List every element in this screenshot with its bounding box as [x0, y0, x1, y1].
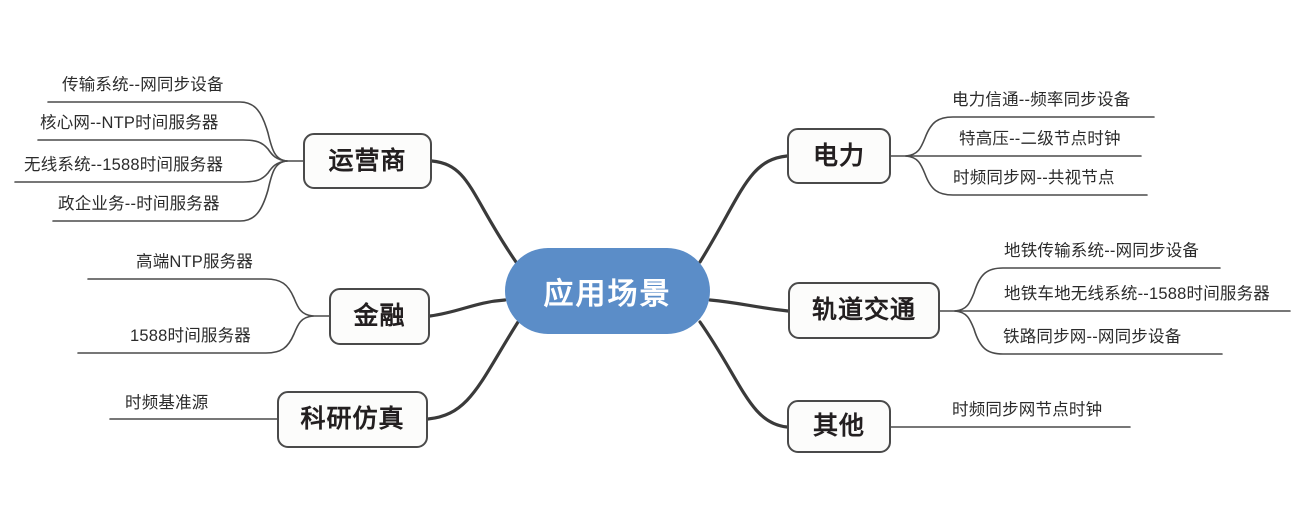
connector-operator-1 [47, 101, 288, 162]
branch-line-operator [430, 159, 518, 264]
center-node[interactable]: 应用场景 [505, 248, 710, 334]
leaf-label-operator-3: 无线系统--1588时间服务器 [24, 156, 224, 174]
branch-node-rail-transit[interactable]: 轨道交通 [788, 282, 940, 339]
connector-operator-4 [52, 160, 288, 222]
center-node-label: 应用场景 [543, 278, 672, 311]
branch-line-finance [428, 298, 507, 318]
branch-line-power [698, 154, 789, 264]
branch-node-power-label: 电力 [812, 141, 865, 170]
connector-finance-2 [77, 315, 314, 354]
leaf-label-finance-2: 1588时间服务器 [130, 327, 252, 345]
connector-rail-1 [954, 267, 1221, 312]
branch-node-finance[interactable]: 金融 [329, 288, 430, 345]
leaf-label-operator-4: 政企业务--时间服务器 [58, 195, 220, 213]
connector-power-3 [905, 155, 1148, 196]
leaf-label-rail-1: 地铁传输系统--网同步设备 [1004, 242, 1200, 260]
leaf-label-research-1: 时频基准源 [125, 394, 209, 412]
connector-operator-3 [14, 160, 288, 183]
branch-node-research-label: 科研仿真 [300, 405, 405, 433]
branch-node-other[interactable]: 其他 [787, 400, 891, 453]
connector-power-1 [905, 116, 1155, 157]
branch-line-rail-transit [708, 298, 790, 313]
branch-line-research [426, 320, 520, 421]
branch-node-other-label: 其他 [812, 412, 865, 440]
connector-operator-2 [37, 139, 288, 162]
branch-node-operator[interactable]: 运营商 [303, 133, 432, 189]
branch-node-rail-transit-label: 轨道交通 [811, 296, 916, 324]
leaf-label-power-1: 电力信通--频率同步设备 [952, 91, 1131, 109]
leaf-label-operator-2: 核心网--NTP时间服务器 [40, 114, 219, 132]
branch-node-power[interactable]: 电力 [787, 128, 891, 184]
leaf-label-rail-2: 地铁车地无线系统--1588时间服务器 [1004, 285, 1270, 303]
branch-line-other [698, 320, 789, 429]
branch-node-finance-label: 金融 [353, 302, 406, 330]
connector-rail-3 [954, 310, 1223, 355]
branch-node-operator-label: 运营商 [328, 146, 407, 175]
leaf-label-power-2: 特高压--二级节点时钟 [959, 130, 1121, 148]
leaf-label-finance-1: 高端NTP服务器 [136, 253, 254, 271]
leaf-label-other-1: 时频同步网节点时钟 [952, 401, 1103, 419]
leaf-label-power-3: 时频同步网--共视节点 [953, 169, 1115, 187]
branch-node-research[interactable]: 科研仿真 [277, 391, 428, 448]
leaf-label-rail-3: 铁路同步网--网同步设备 [1003, 328, 1182, 346]
connector-finance-1 [87, 278, 314, 317]
leaf-label-operator-1: 传输系统--网同步设备 [62, 76, 224, 94]
